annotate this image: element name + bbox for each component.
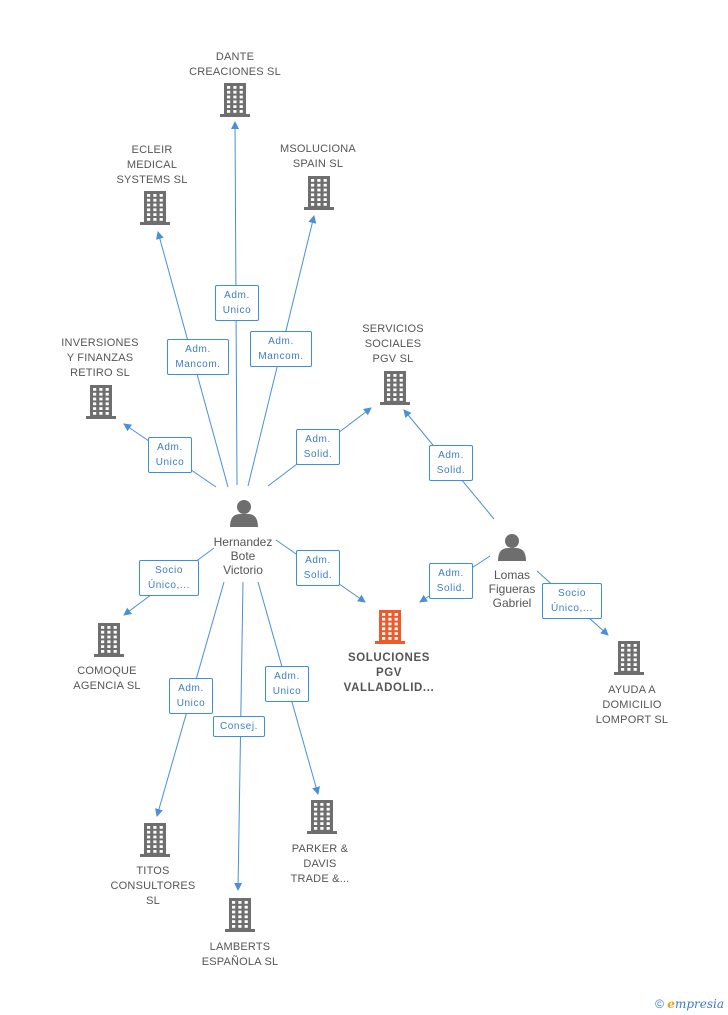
building-icon-msoluciona[interactable] <box>304 176 334 210</box>
building-icon-ecleir[interactable] <box>140 191 170 225</box>
edge-label-hernandez-inversiones[interactable]: Adm. Unico <box>148 437 192 473</box>
node-label-servicios[interactable]: SERVICIOS SOCIALES PGV SL <box>362 323 424 365</box>
edge-label-hernandez-titos[interactable]: Adm. Unico <box>169 678 213 714</box>
building-icon-lamberts[interactable] <box>225 898 255 932</box>
edge-label-hernandez-lamberts[interactable]: Consej. <box>213 715 265 737</box>
edge-label-hernandez-msoluciona[interactable]: Adm. Mancom. <box>250 331 312 367</box>
edge-label-hernandez-comoque[interactable]: Socio Único,... <box>139 560 199 596</box>
node-label-inversiones[interactable]: INVERSIONES Y FINANZAS RETIRO SL <box>61 337 139 379</box>
edge-label-hernandez-soluciones[interactable]: Adm. Solid. <box>296 550 340 586</box>
building-icon-titos[interactable] <box>140 823 170 857</box>
node-label-parker[interactable]: PARKER & DAVIS TRADE &... <box>290 843 350 885</box>
building-icon-parker[interactable] <box>307 800 337 834</box>
node-label-soluciones[interactable]: SOLUCIONES PGV VALLADOLID... <box>343 652 435 694</box>
edge-label-lomas-soluciones[interactable]: Adm. Solid. <box>429 563 473 599</box>
edge-label-lomas-servicios[interactable]: Adm. Solid. <box>429 445 473 481</box>
building-icon-dante[interactable] <box>220 83 250 117</box>
footer-brand: © empresia <box>655 997 724 1011</box>
node-label-comoque[interactable]: COMOQUE AGENCIA SL <box>73 665 141 692</box>
node-label-titos[interactable]: TITOS CONSULTORES SL <box>110 865 196 907</box>
node-label-ecleir[interactable]: ECLEIR MEDICAL SYSTEMS SL <box>116 144 188 186</box>
person-icon-lomas[interactable] <box>498 534 526 561</box>
building-icon-ayuda[interactable] <box>614 641 644 675</box>
node-label-lomas[interactable]: Lomas Figueras Gabriel <box>488 568 536 610</box>
building-icon-soluciones[interactable] <box>375 610 405 644</box>
person-icon-hernandez[interactable] <box>230 500 258 527</box>
edge-label-hernandez-parker[interactable]: Adm. Unico <box>265 666 309 702</box>
node-label-msoluciona[interactable]: MSOLUCIONA SPAIN SL <box>280 143 356 170</box>
building-icon-comoque[interactable] <box>94 623 124 657</box>
brand-logo[interactable]: empresia <box>667 997 724 1011</box>
copyright-symbol: © <box>655 997 664 1011</box>
edge-label-hernandez-dante[interactable]: Adm. Unico <box>215 285 259 321</box>
building-icon-servicios[interactable] <box>380 371 410 405</box>
node-label-ayuda[interactable]: AYUDA A DOMICILIO LOMPORT SL <box>595 684 669 726</box>
edge-label-hernandez-ecleir[interactable]: Adm. Mancom. <box>167 339 229 375</box>
edge-label-hernandez-servicios[interactable]: Adm. Solid. <box>296 429 340 465</box>
node-label-dante[interactable]: DANTE CREACIONES SL <box>189 51 281 78</box>
node-label-lamberts[interactable]: LAMBERTS ESPAÑOLA SL <box>201 941 279 968</box>
node-label-hernandez[interactable]: Hernandez Bote Victorio <box>213 535 273 577</box>
edge-label-lomas-ayuda[interactable]: Socio Único,... <box>542 583 602 619</box>
building-icon-inversiones[interactable] <box>86 385 116 419</box>
